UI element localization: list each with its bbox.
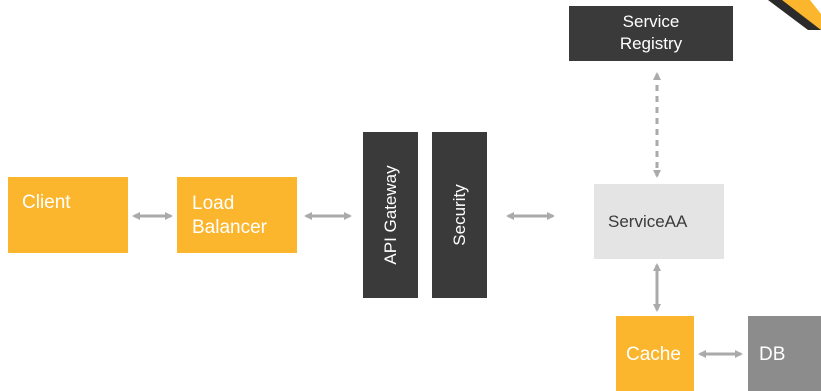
db-node: DB [748, 316, 821, 391]
load-balancer-label: Load Balancer [192, 193, 267, 238]
service-registry-node: Service Registry [569, 6, 733, 61]
cache-label: Cache [626, 344, 681, 365]
client-node: Client [8, 177, 128, 253]
api-gateway-node: API Gateway [363, 132, 418, 298]
load-balancer-node: Load Balancer [177, 177, 297, 253]
cache-node: Cache [616, 316, 694, 391]
service-registry-label: Service Registry [619, 12, 683, 53]
service-node: ServiceAA [594, 184, 724, 259]
corner-logo-icon [768, 0, 821, 30]
service-label: ServiceAA [608, 212, 688, 231]
client-label: Client [22, 192, 71, 213]
security-node: Security [432, 132, 487, 298]
db-label: DB [759, 344, 786, 365]
